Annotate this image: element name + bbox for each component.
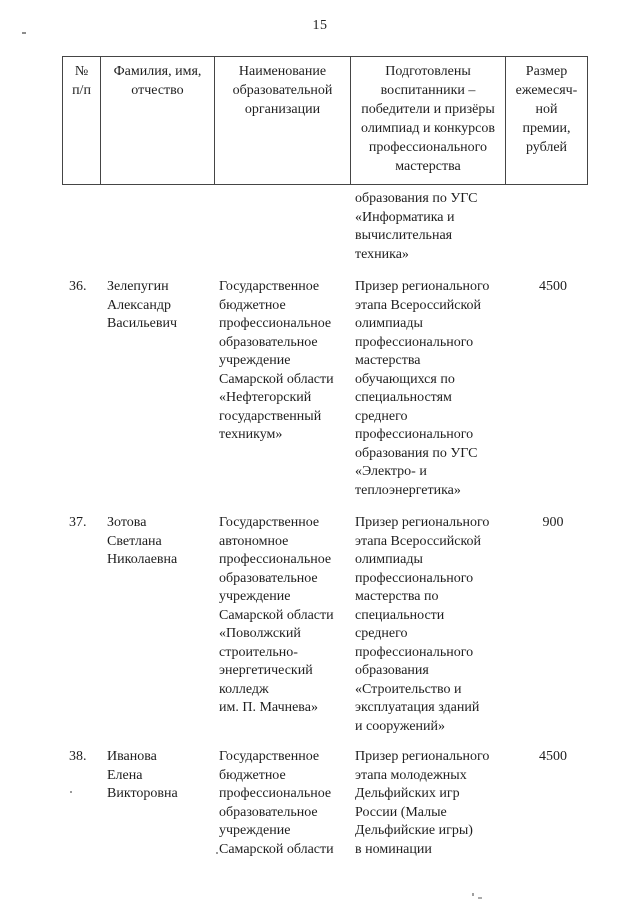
table-row: 36. Зелепугин Александр Васильевич Госуд… bbox=[62, 278, 588, 500]
awards-table: № п/п Фамилия, имя, отчество Наименовани… bbox=[62, 56, 588, 859]
scan-artifact bbox=[478, 897, 482, 899]
page-number: 15 bbox=[312, 18, 328, 33]
cell-name: Зелепугин Александр Васильевич bbox=[107, 279, 177, 331]
table-row-continuation: образования по УГС «Информатика и вычисл… bbox=[62, 190, 588, 264]
cell-amount: 4500 bbox=[539, 279, 567, 294]
header-cell-achievement: Подготовлены воспитанники – победители и… bbox=[351, 57, 506, 184]
cell-amount: 900 bbox=[542, 515, 564, 530]
cell-organization: Государственное бюджетное профессиональн… bbox=[219, 749, 334, 857]
scan-artifact bbox=[216, 852, 218, 854]
cell-organization: Государственное бюджетное профессиональн… bbox=[219, 279, 334, 442]
cell-name: Зотова Светлана Николаевна bbox=[107, 515, 178, 567]
cell-achievement: Призер регионального этапа Всероссийской… bbox=[355, 515, 490, 734]
cell-index: 38. bbox=[69, 749, 87, 764]
cell-amount bbox=[506, 190, 588, 264]
header-cell-organization: Наименование образовательной организации bbox=[215, 57, 351, 184]
cell-index bbox=[62, 190, 101, 264]
scan-artifact bbox=[70, 791, 72, 793]
cell-achievement: Призер регионального этапа Всероссийской… bbox=[355, 279, 490, 498]
scan-artifact bbox=[22, 32, 26, 34]
header-cell-name: Фамилия, имя, отчество bbox=[101, 57, 215, 184]
cell-index: 37. bbox=[69, 515, 87, 530]
table-row: 37. Зотова Светлана Николаевна Государст… bbox=[62, 514, 588, 736]
cell-achievement: образования по УГС «Информатика и вычисл… bbox=[355, 191, 478, 262]
scan-artifact bbox=[472, 893, 474, 896]
cell-organization: Государственное автономное профессиональ… bbox=[219, 515, 334, 715]
cell-index: 36. bbox=[69, 279, 87, 294]
cell-achievement: Призер регионального этапа молодежных Де… bbox=[355, 749, 490, 857]
header-cell-amount: Размер ежемесяч- ной премии, рублей bbox=[515, 64, 578, 155]
cell-name bbox=[101, 190, 215, 264]
cell-organization bbox=[215, 190, 351, 264]
cell-name: Иванова Елена Викторовна bbox=[107, 749, 178, 801]
cell-amount: 4500 bbox=[539, 749, 567, 764]
header-cell-index: № п/п bbox=[63, 57, 101, 184]
table-row: 38. Иванова Елена Викторовна Государстве… bbox=[62, 748, 588, 859]
table-header-row: № п/п Фамилия, имя, отчество Наименовани… bbox=[62, 56, 588, 185]
